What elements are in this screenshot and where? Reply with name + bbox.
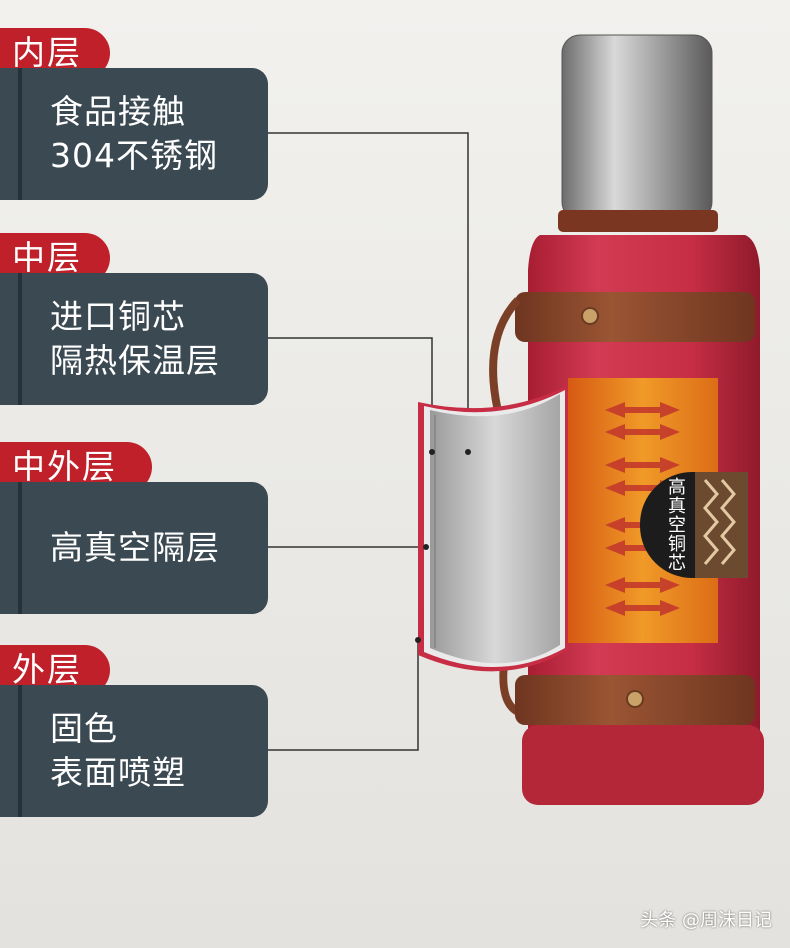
inner-layer-line-1: 食品接触: [50, 92, 186, 131]
mid-outer-layer-line-1: 高真空隔层: [50, 528, 220, 567]
copper-core-badge: [640, 472, 748, 578]
outer-layer-line-2: 表面喷塑: [50, 753, 186, 792]
panel-outer-layer: 固色 表面喷塑: [0, 685, 268, 817]
middle-layer-line-1: 进口铜芯: [50, 297, 186, 336]
panel-middle-layer: 进口铜芯 隔热保温层: [0, 273, 268, 405]
panel-inner-layer: 食品接触 304不锈钢: [0, 68, 268, 200]
watermark: 头条 @周沫日记: [640, 910, 772, 931]
panel-mid-outer-layer: 高真空隔层: [0, 482, 268, 614]
outer-layer-line-1: 固色: [50, 709, 118, 748]
copper-core-label: 高真空铜芯: [665, 476, 686, 572]
middle-layer-line-2: 隔热保温层: [50, 341, 220, 380]
inner-layer-line-2: 304不锈钢: [50, 136, 218, 175]
